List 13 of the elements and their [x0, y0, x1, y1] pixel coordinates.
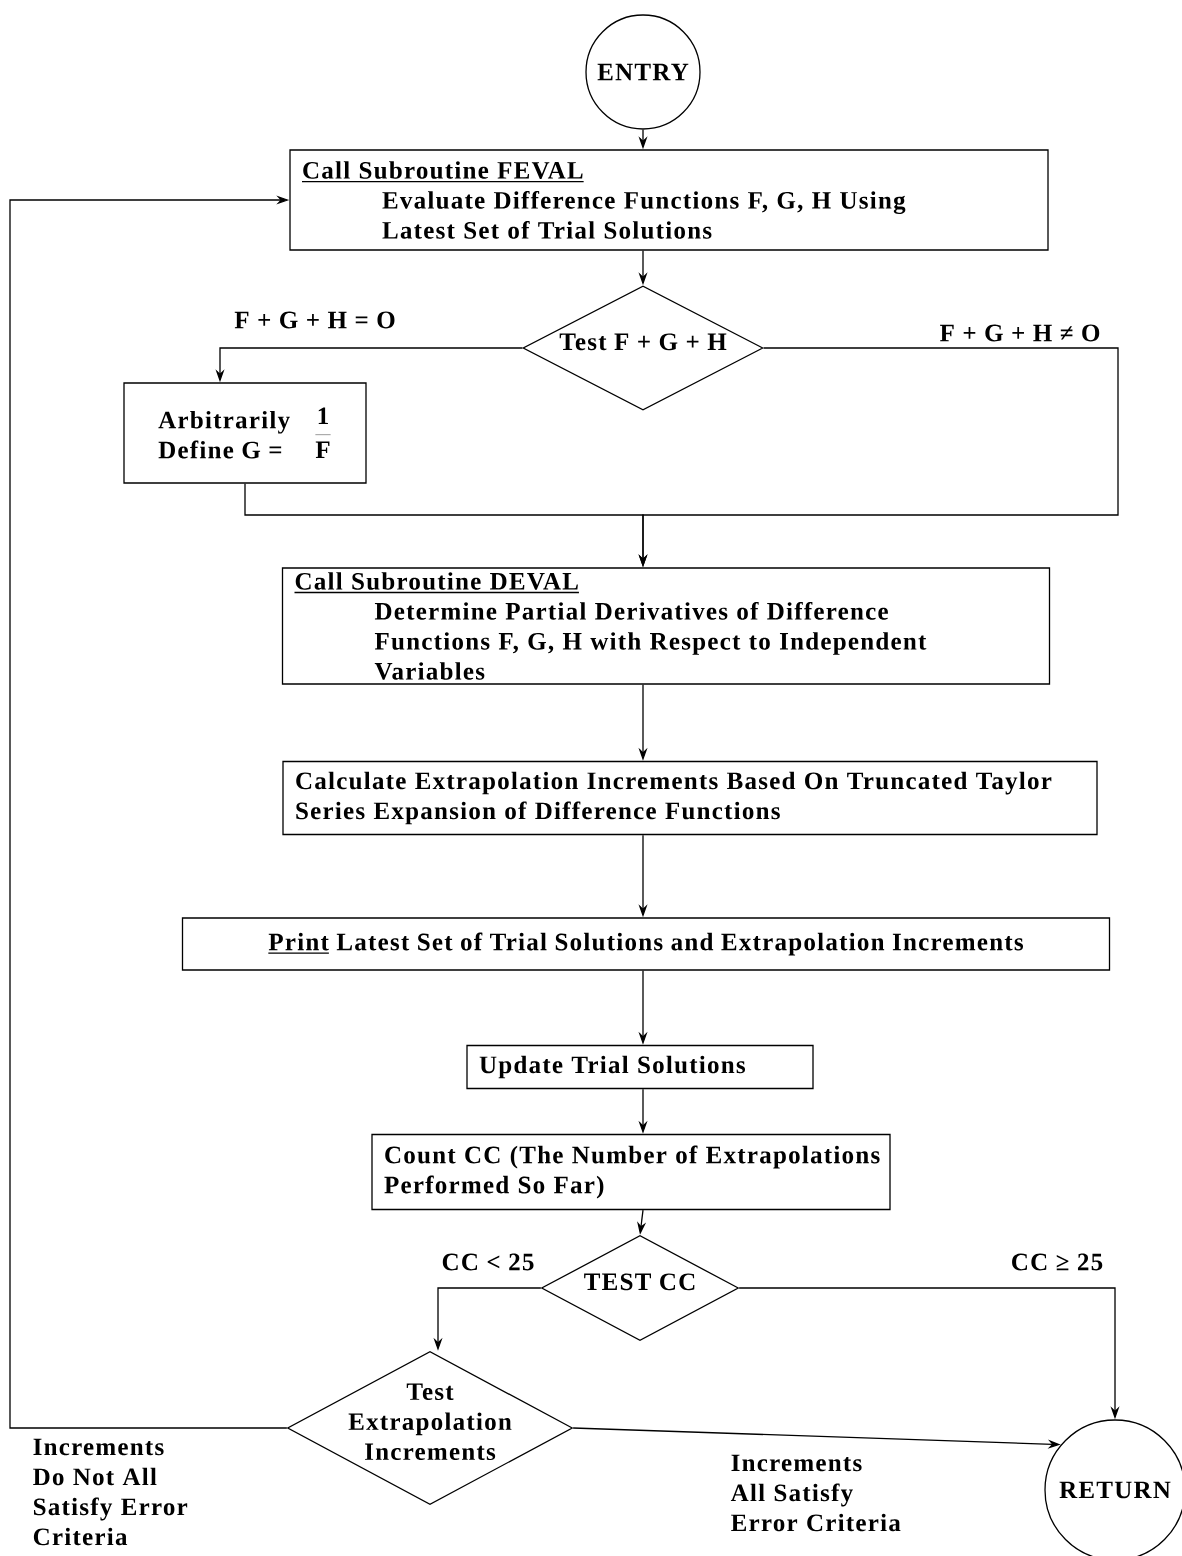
edge-label: F + G + H = O: [234, 311, 395, 329]
edge-label: F + G + H ≠ O: [940, 324, 1100, 342]
process-box: Count CC (The Number of Extrapolations Performed So Far): [371, 1133, 891, 1211]
process-box: Arbitrarily Define G = $\frac{\mathbf{1}}{\mathbf{F}}$: [123, 382, 367, 484]
process-box: Calculate Extrapolation Increments Based On Truncated Taylor Series Expansion of Difference Functions: [282, 760, 1098, 836]
edge-label: CC ≥ 25: [1012, 1253, 1103, 1271]
process-box: Call Subroutine DEVAL Determine Partial Derivatives of Difference Functions F, G, H with Respect to Independent Variables: [281, 567, 1051, 685]
process-box: Update Trial Solutions: [466, 1044, 814, 1090]
process-box: Call Subroutine FEVAL Evaluate Difference Functions F, G, H Using Latest Set of Trial Solutions: [289, 149, 1049, 251]
process-box: Print Latest Set of Trial Solutions and Extrapolation Increments: [181, 917, 1111, 971]
edge-label: Increments All Satisfy Error Criteria: [730, 1454, 901, 1532]
edge-label: Increments Do Not All Satisfy Error Criteria: [33, 1438, 188, 1546]
edge-label: CC < 25: [442, 1253, 534, 1271]
